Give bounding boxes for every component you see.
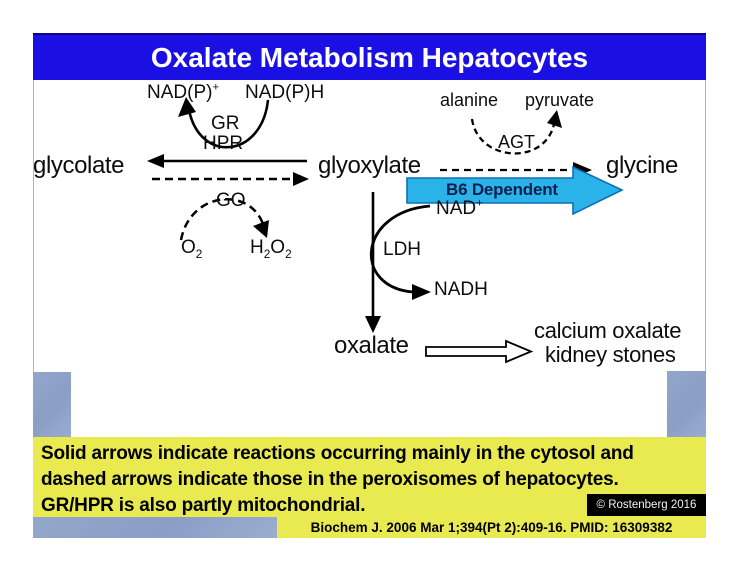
- label-nadp-plus: NAD(P)+: [147, 81, 220, 103]
- citation-text: Biochem J. 2006 Mar 1;394(Pt 2):409-16. …: [310, 520, 673, 535]
- label-gr-enzyme: GR: [211, 113, 240, 134]
- label-nadh: NADH: [434, 279, 488, 300]
- background-patch-bottom: [33, 517, 277, 538]
- label-nadph: NAD(P)H: [245, 82, 325, 103]
- label-glycolate: glycolate: [33, 152, 125, 179]
- note-line-3: GR/HPR is also partly mitochondrial.: [41, 495, 366, 516]
- label-o2: O2: [181, 237, 203, 261]
- label-kidney-stones: kidney stones: [545, 342, 676, 367]
- label-nad-plus: NAD+: [436, 197, 483, 219]
- label-h2o2: H2O2: [250, 237, 292, 261]
- label-calcium-oxalate: calcium oxalate: [534, 318, 682, 343]
- label-go-enzyme: GO: [216, 190, 246, 211]
- label-pyruvate: pyruvate: [525, 90, 595, 110]
- copyright-box: © Rostenberg 2016: [587, 494, 706, 516]
- label-ldh-enzyme: LDH: [383, 239, 422, 260]
- note-line-1: Solid arrows indicate reactions occurrin…: [41, 443, 634, 464]
- background-patch-left: [33, 372, 71, 437]
- title-bar: Oxalate Metabolism Hepatocytes: [33, 33, 706, 80]
- citation-strip: Biochem J. 2006 Mar 1;394(Pt 2):409-16. …: [277, 517, 706, 538]
- background-patch-right: [667, 371, 706, 437]
- label-oxalate: oxalate: [334, 332, 409, 359]
- label-glyoxylate: glyoxylate: [318, 152, 421, 179]
- label-alanine: alanine: [440, 90, 499, 110]
- label-glycine: glycine: [606, 152, 678, 179]
- slide-content-area: [33, 80, 706, 437]
- label-hpr-enzyme: HPR: [203, 133, 244, 154]
- slide-title: Oxalate Metabolism Hepatocytes: [150, 41, 589, 73]
- label-b6-dependent: B6 Dependent: [446, 180, 558, 199]
- label-agt-enzyme: AGT: [498, 132, 536, 152]
- copyright-text: © Rostenberg 2016: [596, 499, 697, 511]
- note-line-2: dashed arrows indicate those in the pero…: [41, 469, 619, 490]
